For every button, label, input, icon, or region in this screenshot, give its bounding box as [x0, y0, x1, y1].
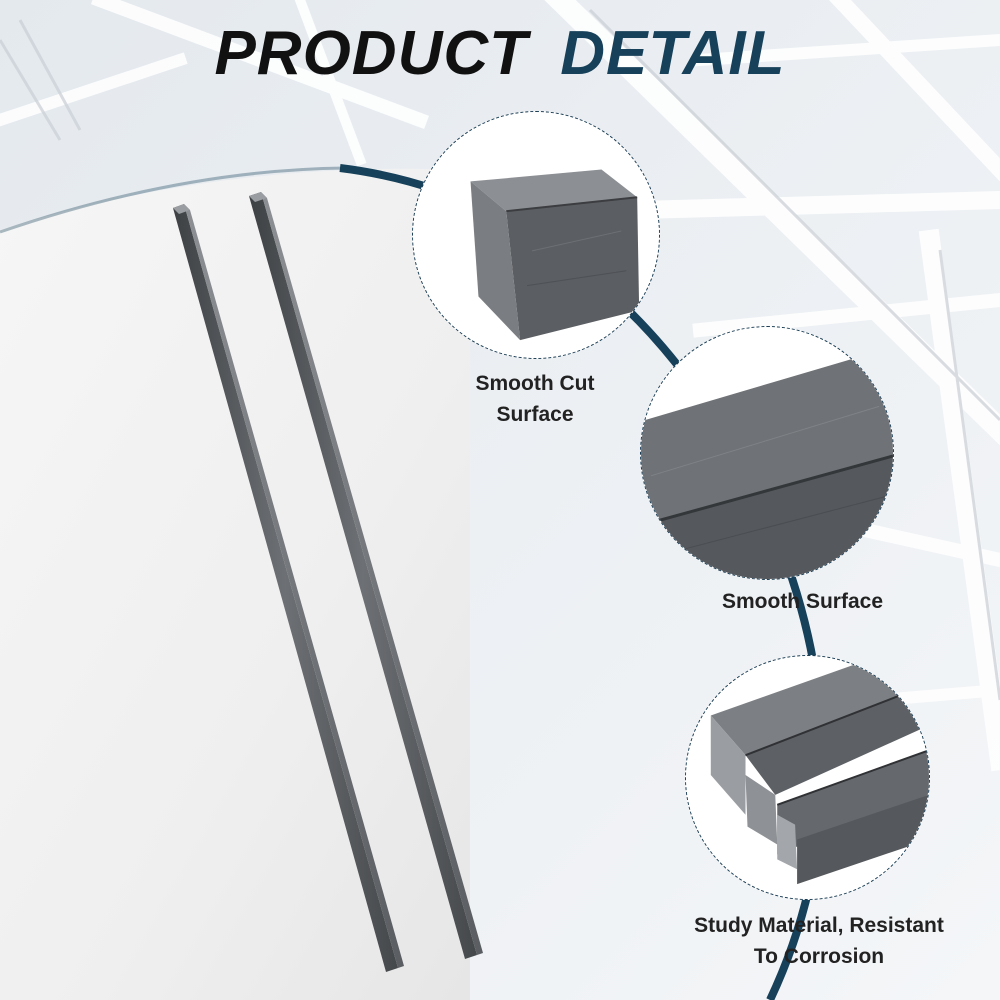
feature-caption-3: Study Material, Resistant To Corrosion — [694, 914, 944, 968]
headline-part-dark: PRODUCT — [214, 19, 529, 88]
detail-zoom-surface — [640, 326, 894, 580]
steel-rod-right — [249, 192, 483, 959]
accent-arc-tail — [0, 166, 346, 234]
steel-bars-stack-closeup — [710, 660, 929, 885]
detail-zoom-cut-end — [412, 111, 660, 359]
steel-bar-surface-closeup — [641, 346, 893, 579]
feature-caption-1: Smooth Cut Surface — [475, 372, 595, 426]
feature-caption-2: Smooth Surface — [721, 590, 884, 613]
headline-part-accent: DETAIL — [560, 19, 786, 88]
steel-frame-shadow-lines — [0, 8, 1000, 701]
detail-zoom-stacked-bars — [685, 655, 930, 900]
steel-bar-cut-end-closeup — [470, 169, 640, 341]
headline: PRODUCT DETAIL — [0, 18, 1000, 89]
steel-rod-left — [173, 204, 404, 972]
